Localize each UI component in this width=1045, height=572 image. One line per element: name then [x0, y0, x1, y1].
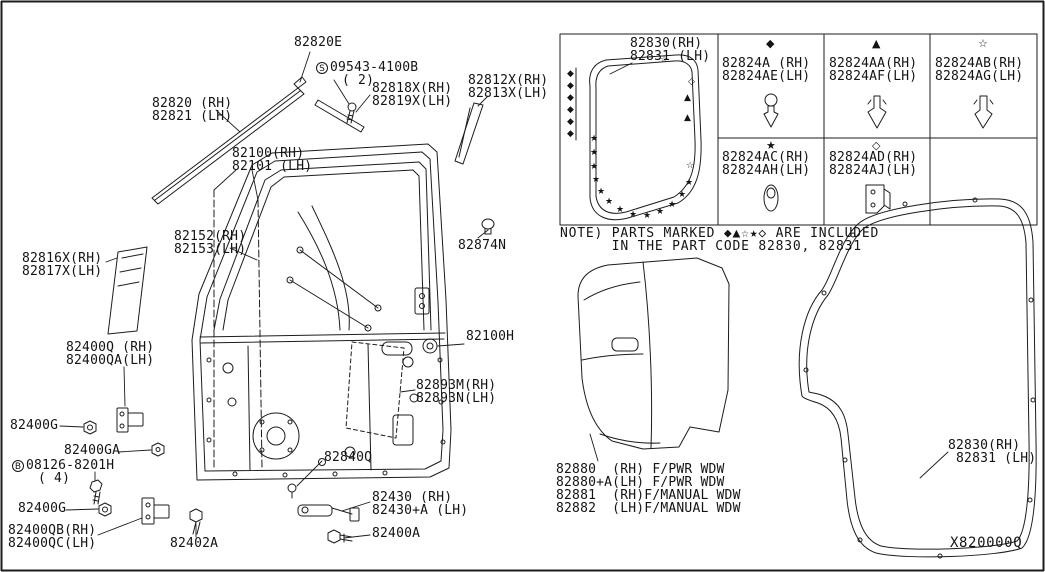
- sealing-screen-drawing: [345, 341, 405, 439]
- fastener-part-82824ad: 82824AD(RH) 82824AJ(LH): [829, 150, 918, 178]
- diamond-marker: ◆: [567, 117, 574, 127]
- belt-molding-drawing: [151, 76, 307, 205]
- callout-82400ga: 82400GA: [64, 443, 121, 458]
- hinge-bolt-icon: [89, 479, 103, 505]
- callout-82430: 82430 (RH) 82430+A (LH): [372, 490, 469, 518]
- callout-82152-82153: 82152(RH) 82153(LH): [174, 229, 247, 257]
- circled-s-icon: S: [316, 62, 328, 74]
- callout-82400q: 82400Q (RH) 82400QA(LH): [66, 340, 155, 368]
- callout-82893m-82893n: 82893M(RH) 82893N(LH): [416, 378, 497, 406]
- open-star-marker: ☆: [978, 37, 988, 50]
- open-star-marker: ☆: [686, 161, 694, 171]
- grommet-icon: [481, 218, 495, 235]
- callout-82100h: 82100H: [466, 329, 515, 344]
- diamond-marker: ◆: [567, 69, 574, 79]
- triangle-marker: ▲: [684, 113, 691, 123]
- screw-grommet-icon: [287, 483, 297, 499]
- circled-b-icon: B: [12, 460, 24, 472]
- push-clip-icon: [763, 93, 779, 128]
- triangle-marker: ▲: [684, 93, 691, 103]
- fastener-part-82824a: 82824A (RH) 82824AE(LH): [722, 56, 811, 84]
- callout-82820e: 82820E: [294, 35, 343, 50]
- nut-icon-upper: [83, 420, 97, 435]
- open-star-marker: ☆: [660, 55, 668, 65]
- callout-82818x-82819x: 82818X(RH) 82819X(LH): [372, 81, 453, 109]
- star-marker: ★: [590, 148, 598, 158]
- callout-82100-82101: 82100(RH) 82101 (LH): [232, 146, 313, 174]
- star-marker: ★: [590, 162, 598, 172]
- sash-molding-drawing: [314, 99, 484, 165]
- open-diamond-marker: ◇: [688, 77, 695, 87]
- washer-nut-icon: [151, 442, 165, 457]
- callout-qty: ( 4): [38, 471, 71, 486]
- star-marker: ★: [656, 207, 664, 217]
- figure-code: X820000Q: [950, 535, 1023, 551]
- quarter-seal-drawing: [107, 246, 148, 335]
- star-marker: ★: [616, 205, 624, 215]
- grommet-clip-icon: [763, 184, 779, 212]
- star-marker: ★: [590, 134, 598, 144]
- triangle-marker: ▲: [872, 37, 881, 50]
- star-marker: ★: [643, 211, 651, 221]
- snap-clip2-icon: [973, 95, 994, 129]
- hinge-upper-drawing: [116, 407, 144, 433]
- open-diamond-marker: ◇: [872, 139, 881, 152]
- callout-text: 09543-4100B: [330, 60, 419, 75]
- nut-icon-lower: [98, 502, 112, 517]
- fastener-part-82824ac: 82824AC(RH) 82824AH(LH): [722, 150, 811, 178]
- star-marker: ★: [597, 187, 605, 197]
- callout-qty: ( 2): [342, 73, 375, 88]
- fastener-table-borders: [559, 33, 1038, 226]
- diamond-marker: ◆: [567, 93, 574, 103]
- star-marker: ★: [678, 190, 686, 200]
- callout-82816x-82817x: 82816X(RH) 82817X(LH): [22, 251, 103, 279]
- plug-icon: [422, 338, 438, 354]
- screw-icon: [346, 102, 357, 124]
- door-panel-drawing: [191, 143, 452, 481]
- weatherstrip-drawing: [798, 197, 1037, 559]
- star-marker: ★: [605, 197, 613, 207]
- star-marker: ★: [668, 200, 676, 210]
- callout-82400g-lower: 82400G: [18, 501, 67, 516]
- diamond-marker: ◆: [567, 105, 574, 115]
- weatherstrip-label: 82830(RH) 82831 (LH): [948, 438, 1037, 466]
- callout-82812x-82813x: 82812X(RH) 82813X(LH): [468, 73, 549, 101]
- hinge-lower-drawing: [141, 497, 170, 525]
- molding-clip-icon: [293, 76, 307, 89]
- callout-82820-82821: 82820 (RH) 82821 (LH): [152, 96, 233, 124]
- trim-panel-label: 82880 (RH) F/PWR WDW 82880+A(LH) F/PWR W…: [556, 462, 741, 516]
- bolt-icon-lower: [189, 508, 203, 535]
- leader-lines: [59, 51, 949, 539]
- callout-82400qb-82400qc: 82400QB(RH) 82400QC(LH): [8, 523, 97, 551]
- callout-text: 08126-8201H: [26, 458, 115, 473]
- star-marker: ★: [629, 210, 637, 220]
- reference-lines: [213, 189, 263, 469]
- table-seal-markers: ◆ ◆ ◆ ◆ ◆ ◆ ★ ★ ★ ★ ★ ★ ★ ★ ★ ★ ★ ★ ★ ▲ …: [567, 55, 695, 221]
- fastener-part-82824aa: 82824AA(RH) 82824AF(LH): [829, 56, 918, 84]
- diamond-marker: ◆: [567, 81, 574, 91]
- callout-82400g-upper: 82400G: [10, 418, 59, 433]
- door-check-drawing: [297, 504, 360, 522]
- table-assembly-label: 82830(RH) 82831 (LH): [630, 36, 711, 64]
- star-marker: ★: [592, 175, 600, 185]
- star-marker: ★: [685, 178, 693, 188]
- diamond-marker: ◆: [766, 37, 775, 50]
- included-parts-note: NOTE) PARTS MARKED ◆▲☆★◇ ARE INCLUDED IN…: [560, 226, 880, 254]
- fastener-part-82824ab: 82824AB(RH) 82824AG(LH): [935, 56, 1024, 84]
- callout-82402a: 82402A: [170, 536, 219, 551]
- callout-82840q: 82840Q: [324, 450, 373, 465]
- table-seal-drawing: [575, 54, 702, 221]
- bracket-clip-icon: [865, 184, 891, 214]
- snap-clip-icon: [867, 95, 887, 129]
- star-marker: ★: [766, 139, 776, 152]
- callout-82874n: 82874N: [458, 238, 507, 253]
- bolt-icon-check: [327, 529, 353, 544]
- diamond-marker: ◆: [567, 129, 574, 139]
- callout-82400a: 82400A: [372, 526, 421, 541]
- trim-panel-drawing: [577, 257, 730, 450]
